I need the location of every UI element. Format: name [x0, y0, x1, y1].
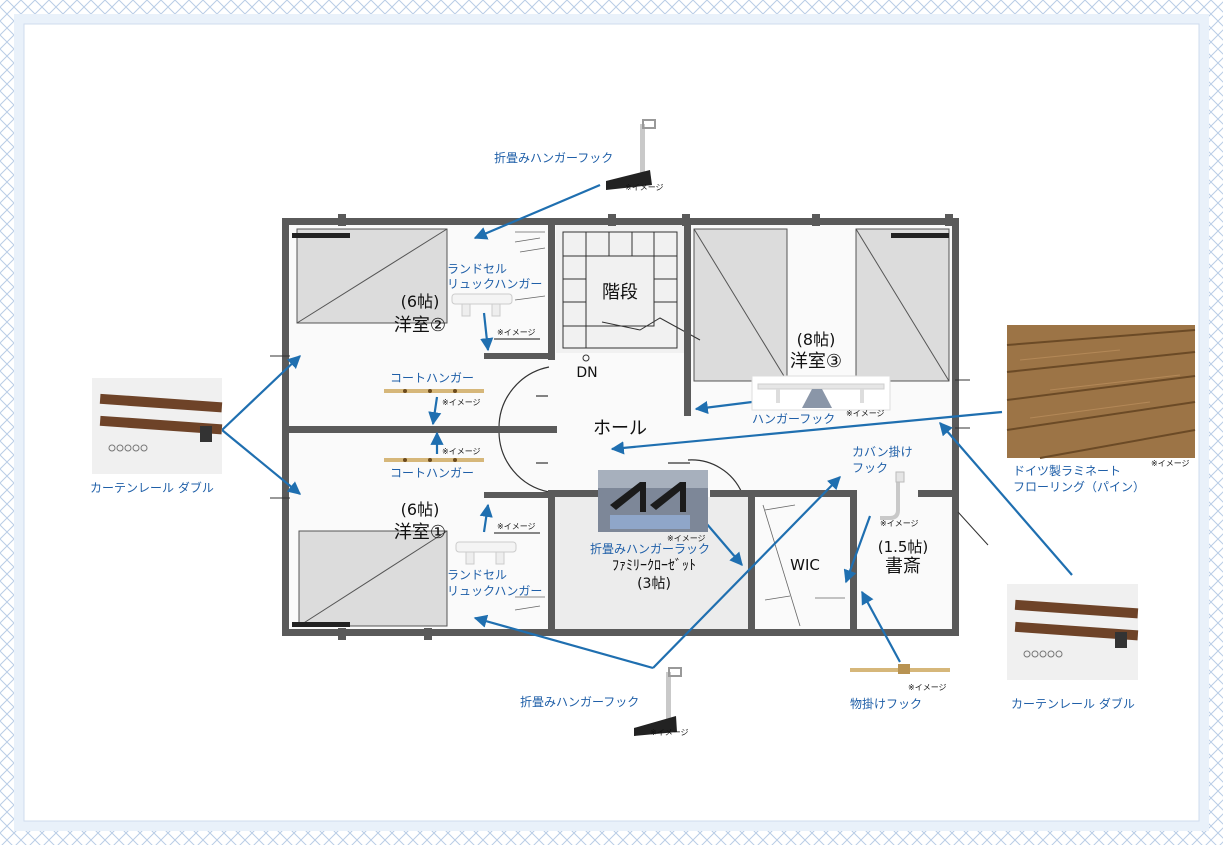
image-note: ※イメージ [667, 534, 706, 543]
coat-hanger-top-image [384, 389, 484, 393]
curtain-rail-left-image [92, 378, 223, 474]
randoseru-hanger-top-image [451, 293, 513, 317]
image-note: ※イメージ [908, 683, 947, 692]
room-size-study: (1.5帖) [878, 538, 929, 556]
closet-shelves [514, 231, 845, 627]
label-bag-hook-1: カバン掛け [852, 445, 913, 459]
label-hanger-hook-room3: ハンガーフック [752, 412, 836, 426]
stair-floor [556, 225, 684, 353]
label-item-hook: 物掛けフック [850, 697, 923, 711]
room-label-room2: 洋室② [394, 315, 446, 336]
room-label-room3: 洋室③ [790, 351, 842, 372]
label-bag-hook-2: フック [852, 461, 889, 475]
label-coat-hanger-top: コートハンガー [390, 371, 475, 385]
room-label-stairs: 階段 [602, 282, 638, 303]
label-randoseru-top-2: リュックハンガー [447, 277, 543, 291]
room-label-dn: DN [576, 365, 597, 381]
coat-hanger-bottom-image [384, 458, 484, 462]
callout-arrows [221, 183, 1073, 670]
room-size-room3: (8帖) [797, 330, 836, 349]
image-note: ※イメージ [442, 447, 481, 456]
image-note: ※イメージ [846, 409, 885, 418]
room-label-hall: ホール [593, 418, 647, 439]
room-size-closet: (3帖) [637, 576, 671, 592]
windows [292, 233, 949, 627]
image-note: ※イメージ [497, 522, 536, 531]
folding-hanger-rack-image [598, 470, 708, 532]
label-randoseru-bottom-1: ランドセル [447, 568, 508, 582]
folding-hanger-hook-top-image [606, 119, 656, 190]
label-randoseru-bottom-2: リュックハンガー [447, 584, 543, 598]
label-folding-hanger-hook-bottom: 折畳みハンガーフック [520, 695, 640, 709]
folding-hanger-hook-bottom-image [634, 667, 682, 736]
image-note: ※イメージ [880, 519, 919, 528]
image-note: ※イメージ [625, 183, 664, 192]
image-note: ※イメージ [442, 398, 481, 407]
item-hook-image [850, 664, 950, 674]
room-size-room2: (6帖) [401, 292, 440, 311]
image-note: ※イメージ [497, 328, 536, 337]
bag-hook-image [880, 471, 905, 520]
room-label-room1: 洋室① [394, 522, 446, 543]
staircase [562, 231, 701, 362]
door-swings [498, 366, 743, 494]
label-flooring-2: フローリング（パイン） [1013, 480, 1146, 494]
image-note: ※イメージ [1151, 459, 1190, 468]
image-note: ※イメージ [650, 728, 689, 737]
label-curtain-rail-left: カーテンレール ダブル [90, 481, 214, 495]
label-curtain-rail-right: カーテンレール ダブル [1011, 697, 1135, 711]
label-folding-hanger-hook-top: 折畳みハンガーフック [494, 151, 614, 165]
randoseru-hanger-bottom-image [455, 541, 517, 565]
side-windows [270, 355, 989, 546]
room-label-closet: ﾌｧﾐﾘｰｸﾛｰｾﾞｯﾄ [612, 558, 696, 574]
curtain-rail-right-image [1007, 584, 1139, 680]
room-label-study: 書斎 [885, 556, 921, 577]
label-randoseru-top-1: ランドセル [447, 262, 508, 276]
hanger-hook-room3-image [751, 375, 891, 411]
label-coat-hanger-bottom: コートハンガー [390, 466, 475, 480]
room-size-room1: (6帖) [401, 500, 440, 519]
label-flooring-1: ドイツ製ラミネート [1013, 464, 1122, 478]
label-folding-hanger-rack: 折畳みハンガーラック [590, 542, 711, 556]
room-label-wic: WIC [790, 556, 820, 574]
flooring-pine-image [1006, 325, 1196, 459]
